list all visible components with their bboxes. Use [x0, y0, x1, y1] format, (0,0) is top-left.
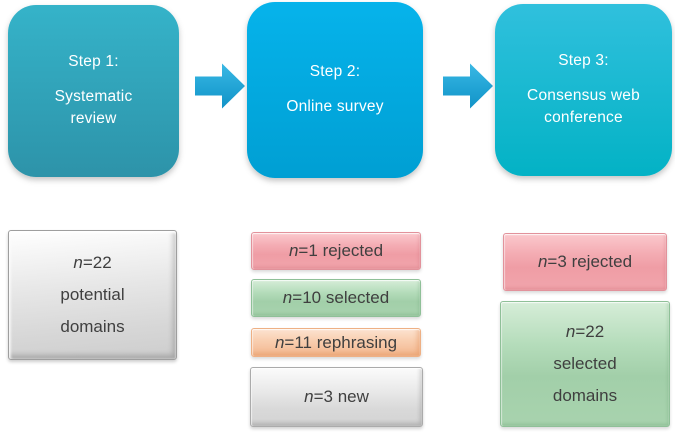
- label-line: potential: [60, 285, 125, 304]
- step-3-line: Consensus web: [527, 86, 640, 104]
- step-3-card: Step 3: Consensus web conference: [495, 4, 672, 176]
- arrow-right-icon: [443, 63, 493, 109]
- step-2-card: Step 2: Online survey: [247, 2, 423, 178]
- step-3-title: Step 3:: [558, 51, 609, 69]
- step-1-line: Systematic: [54, 87, 133, 105]
- step-1-title: Step 1:: [68, 52, 119, 70]
- step-1-card: Step 1: Systematic review: [8, 5, 179, 177]
- step-2-title: Step 2:: [309, 62, 361, 80]
- result-box-potential-domains: n=22 potential domains: [8, 230, 177, 360]
- step-3-line: conference: [544, 108, 623, 126]
- arrow-right-icon: [195, 63, 245, 109]
- step-1-line: review: [70, 109, 117, 127]
- label-line: domains: [552, 386, 618, 405]
- label-line: selected: [553, 354, 617, 373]
- step-2-line: Online survey: [286, 97, 384, 115]
- result-box-selected-domains: n=22 selected domains: [500, 301, 670, 427]
- label-line: domains: [60, 317, 125, 336]
- count-line: n=22: [73, 253, 112, 272]
- count-line: n=22: [565, 322, 605, 341]
